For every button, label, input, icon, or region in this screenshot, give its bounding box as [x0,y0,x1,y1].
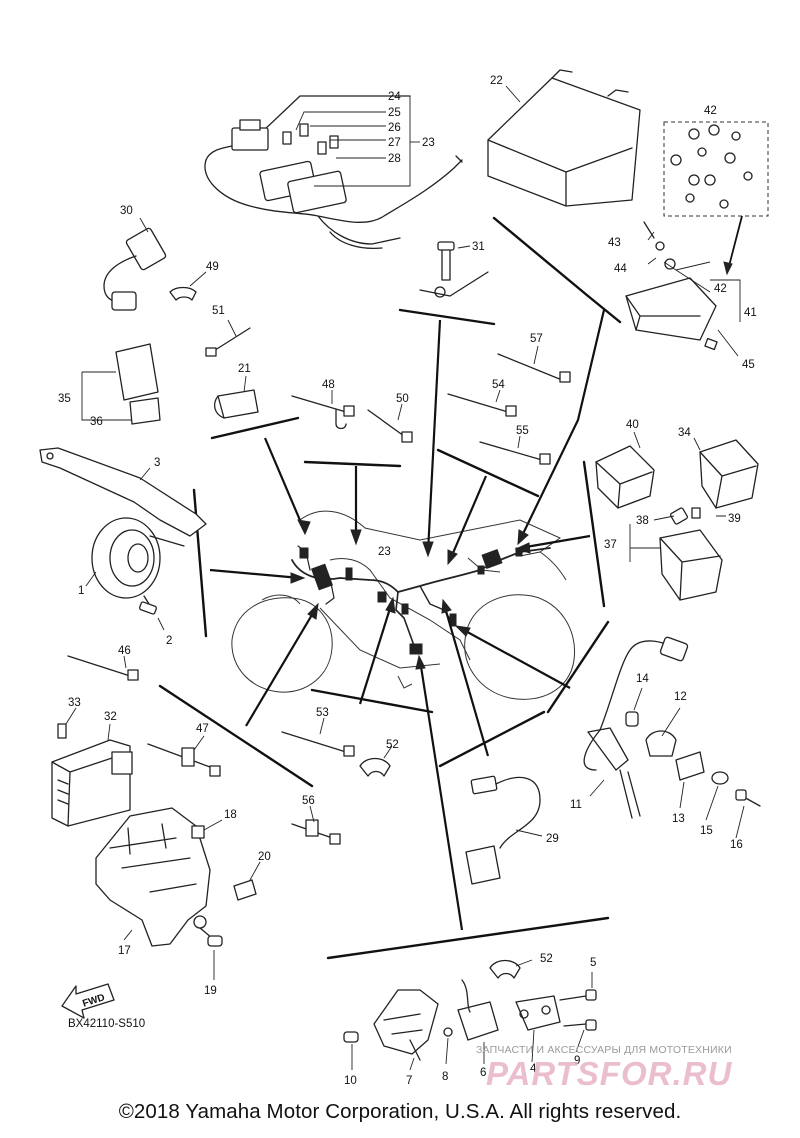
callout-16: 16 [730,839,743,851]
callout-40: 40 [626,419,639,431]
regulator-rectifier [51,707,133,827]
callout-51: 51 [212,305,225,317]
callout-20: 20 [258,851,271,863]
callout-42-top: 42 [704,105,717,117]
watermark-logo: PARTSFOR.RU [486,1055,733,1092]
sub-wire-harness [465,775,543,885]
callout-3: 3 [154,457,160,469]
callout-8: 8 [442,1071,448,1083]
cable-tie-51 [205,319,251,357]
harness-clamp-21 [213,375,259,419]
callout-24: 24 [388,91,401,103]
callout-14: 14 [636,673,649,685]
callout-18: 18 [224,809,237,821]
callout-33: 33 [68,697,81,709]
callout-28: 28 [388,153,401,165]
callout-2: 2 [166,635,172,647]
horn-assembly [39,447,207,631]
group-arrows [209,309,606,931]
callout-labels: 24 25 26 27 23 28 22 42 30 31 43 44 49 4… [58,75,757,1087]
callout-53: 53 [316,707,329,719]
callout-32: 32 [104,711,117,723]
callout-17: 17 [118,945,131,957]
cable-ties-48-50 [291,390,413,443]
fuse-box-assembly [204,95,463,250]
callout-23-fuse: 23 [422,137,435,149]
mounting-bracket [95,807,261,980]
cable-tie-46 [67,655,139,681]
callout-50: 50 [396,393,409,405]
callout-57: 57 [530,333,543,345]
callout-48: 48 [322,379,335,391]
callout-5: 5 [590,957,596,969]
callout-52-bottom: 52 [540,953,553,965]
callout-6: 6 [480,1067,486,1079]
callout-13: 13 [672,813,685,825]
callout-45: 45 [742,359,755,371]
battery [487,69,641,207]
callout-9: 9 [574,1055,580,1067]
relay-cluster-right [595,431,759,601]
relay-unit [81,343,161,425]
callout-52-mid: 52 [386,739,399,751]
forward-direction-arrow: FWD [61,983,115,1019]
callout-39: 39 [728,513,741,525]
callout-36: 36 [90,416,103,428]
callout-37: 37 [604,539,617,551]
callout-54: 54 [492,379,505,391]
callout-31: 31 [472,241,485,253]
fastener-kit-box [663,121,769,276]
callout-23-main: 23 [378,546,391,558]
callout-35: 35 [58,393,71,405]
ties-and-clips-lower [147,717,393,845]
callout-7: 7 [406,1075,412,1087]
ecu-unit [625,221,741,357]
callout-25: 25 [388,107,401,119]
callout-10: 10 [344,1075,357,1087]
callout-49: 49 [206,261,219,273]
callout-27: 27 [388,137,401,149]
callout-29: 29 [546,833,559,845]
callout-43: 43 [608,237,621,249]
callout-30: 30 [120,205,133,217]
callout-12: 12 [674,691,687,703]
callout-55: 55 [516,425,529,437]
sensor-connector [103,217,207,311]
speed-sensor-assembly [583,636,761,839]
callout-15: 15 [700,825,713,837]
callout-11: 11 [570,799,582,811]
watermark-tagline: ЗАПЧАСТИ И АКСЕССУАРЫ ДЛЯ МОТОТЕХНИКИ [476,1044,732,1056]
callout-34: 34 [678,427,691,439]
callout-42-ecu: 42 [714,283,727,295]
callout-21: 21 [238,363,251,375]
callout-41: 41 [744,307,757,319]
callout-22: 22 [490,75,503,87]
callout-4: 4 [530,1063,537,1075]
callout-1: 1 [78,585,84,597]
motorcycle-outline [231,510,576,700]
callout-38: 38 [636,515,649,527]
lower-switch-assembly [343,959,597,1071]
main-wire-harness [291,545,551,655]
copyright-notice: ©2018 Yamaha Motor Corporation, U.S.A. A… [118,1100,682,1123]
diagram-code: BX42110-S510 [68,1018,146,1030]
callout-44: 44 [614,263,627,275]
ground-terminal [419,241,489,298]
group-indicator-lines [158,216,622,960]
cable-ties-54-55-57 [447,345,571,465]
callout-46: 46 [118,645,131,657]
callout-19: 19 [204,985,217,997]
callout-47: 47 [196,723,209,735]
callout-26: 26 [388,122,401,134]
callout-56: 56 [302,795,315,807]
